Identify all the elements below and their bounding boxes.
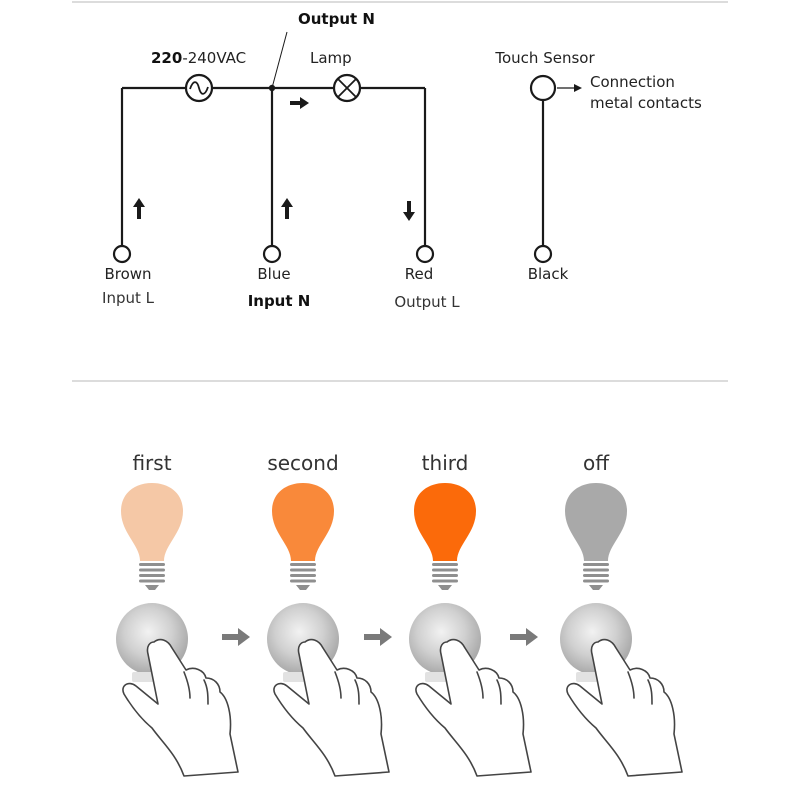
wiring-diagram: Output N 220-240VAC Lamp Brown Input L B… <box>102 10 460 311</box>
step-1: first <box>116 451 239 777</box>
next-step-arrow-icon <box>510 628 538 646</box>
bulb-glass-icon <box>121 483 183 561</box>
next-step-arrow-icon <box>222 628 250 646</box>
step-label: second <box>267 451 338 475</box>
pointing-hand-icon <box>122 638 239 777</box>
terminal-red-color-label: Red <box>405 265 434 283</box>
bulb-glass-icon <box>565 483 627 561</box>
step-label: third <box>422 451 469 475</box>
bulb-base-icon <box>583 563 609 590</box>
current-arrow-up-blue-icon <box>281 198 293 219</box>
lamp-label: Lamp <box>310 49 352 67</box>
bulb-glass-icon <box>414 483 476 561</box>
connection-label-line1: Connection <box>590 73 675 91</box>
step-2: second <box>267 451 390 777</box>
terminal-black-color-label: Black <box>528 265 569 283</box>
output-n-leader <box>271 31 288 89</box>
terminal-blue <box>262 244 282 264</box>
pointing-hand-icon <box>415 638 532 777</box>
terminal-red-role-label: Output L <box>394 293 460 311</box>
terminal-blue-role-label: Input N <box>248 292 311 310</box>
bulb-base-icon <box>290 563 316 590</box>
pointing-hand-icon <box>566 638 683 777</box>
step-label: first <box>132 451 171 475</box>
bulb-base-icon <box>139 563 165 590</box>
lamp-icon <box>332 73 362 103</box>
touch-sensor-diagram: Touch Sensor Connection metal contacts B… <box>494 49 702 283</box>
terminal-brown-color-label: Brown <box>104 265 151 283</box>
terminal-brown-role-label: Input L <box>102 289 155 307</box>
step-3: third <box>409 451 532 777</box>
bulb-base-icon <box>432 563 458 590</box>
step-4: off <box>560 451 683 777</box>
current-arrow-down-red-icon <box>403 201 415 221</box>
step-label: off <box>583 451 610 475</box>
next-step-arrow-icon <box>364 628 392 646</box>
output-n-label: Output N <box>298 10 375 28</box>
terminal-blue-color-label: Blue <box>257 265 290 283</box>
supply-voltage-label: 220-240VAC <box>151 49 246 67</box>
pointing-hand-icon <box>273 638 390 777</box>
terminal-brown <box>112 244 132 264</box>
connection-arrow-icon <box>574 84 582 92</box>
ac-source-icon <box>184 73 214 103</box>
connection-label-line2: metal contacts <box>590 94 702 112</box>
current-arrow-up-brown-icon <box>133 198 145 219</box>
bulb-glass-icon <box>272 483 334 561</box>
touch-steps-sequence: first second third off <box>116 451 683 777</box>
current-arrow-right-icon <box>290 97 309 109</box>
terminal-red <box>415 244 435 264</box>
terminal-black <box>533 244 553 264</box>
touch-sensor-label: Touch Sensor <box>494 49 595 67</box>
sensor-contact-icon <box>529 74 557 102</box>
